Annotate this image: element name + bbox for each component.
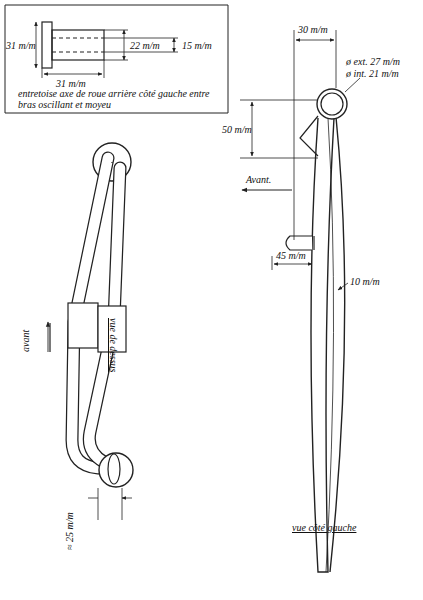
spacer-part: [42, 22, 104, 68]
dimension-text: 31 m/m: [56, 78, 86, 89]
dimension-text: 22 m/m: [130, 40, 160, 51]
view-title: vue côté gauche: [292, 522, 356, 533]
dimension-text: 31 m/m: [6, 40, 36, 51]
dimension-lines: [240, 30, 360, 290]
part-note: entretoise axe de roue arrière côté gauc…: [18, 88, 218, 110]
inset-frame: [5, 5, 228, 113]
dimension-text: 30 m/m: [298, 24, 328, 35]
dimension-text: ø ext. 27 m/m: [346, 56, 400, 67]
swing-arm-side-view: [286, 89, 347, 572]
dimension-text: 45 m/m: [276, 250, 306, 261]
dimension-text: 10 m/m: [350, 276, 380, 287]
direction-text: Avant.: [246, 174, 271, 185]
dimension-text: ø int. 21 m/m: [346, 68, 399, 79]
dimension-text: 50 m/m: [222, 124, 252, 135]
view-title: vue de dessus: [108, 318, 119, 372]
dimension-lines: [36, 22, 178, 78]
dimension-text: ≈ 25 m/m: [64, 512, 75, 550]
direction-text: avant: [20, 330, 31, 352]
swing-arm-top-view: [48, 143, 133, 520]
dimension-text: 15 m/m: [182, 40, 212, 51]
